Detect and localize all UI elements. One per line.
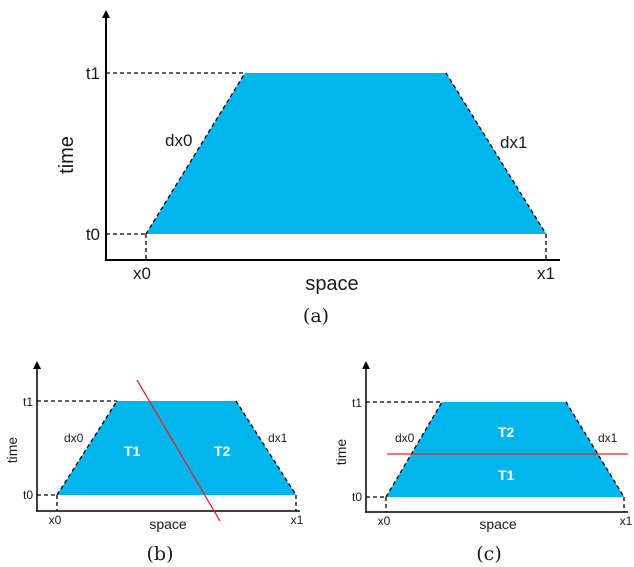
- caption-b: (b): [147, 543, 174, 565]
- dx0-label-c: dx0: [395, 431, 415, 445]
- dx1-edge-c: [565, 401, 625, 498]
- dx0-label-b: dx0: [64, 431, 84, 445]
- region-T1-label-c: T1: [498, 467, 515, 483]
- x1-label-b: x1: [291, 513, 304, 527]
- region-T1-label-b: T1: [124, 443, 141, 459]
- panel-b: T1 T2 t1 t0 x0 x1 dx0 dx1 space time (b): [4, 361, 304, 565]
- trapezoid-a: [146, 73, 546, 234]
- trapezoid-c: [386, 402, 624, 497]
- t0-label-a: t0: [86, 225, 100, 244]
- t1-label-b: t1: [23, 395, 33, 409]
- dx1-label-b: dx1: [268, 431, 288, 445]
- xlabel-b: space: [149, 516, 187, 532]
- x1-label-c: x1: [620, 514, 633, 528]
- dx1-label-a: dx1: [500, 133, 527, 152]
- t1-label-c: t1: [352, 396, 362, 410]
- dx0-edge-a: [145, 72, 246, 235]
- caption-c: (c): [476, 543, 501, 565]
- t0-label-b: t0: [23, 488, 33, 502]
- dx0-edge-c: [385, 401, 443, 498]
- ylabel-c: time: [333, 439, 349, 466]
- dx1-edge-a: [445, 72, 547, 235]
- xlabel-c: space: [479, 516, 517, 532]
- dx1-edge-b: [235, 400, 297, 496]
- t0-label-c: t0: [352, 490, 362, 504]
- xlabel-a: space: [305, 273, 358, 295]
- caption-a: (a): [303, 305, 329, 327]
- ylabel-a: time: [56, 136, 78, 174]
- x0-label-c: x0: [378, 514, 391, 528]
- region-T2-label-b: T2: [214, 443, 231, 459]
- x1-label-a: x1: [537, 264, 555, 283]
- dx0-edge-b: [56, 400, 118, 496]
- ylabel-b: time: [4, 437, 20, 464]
- t1-label-a: t1: [86, 64, 100, 83]
- cut-line-b: [136, 379, 221, 522]
- dx0-label-a: dx0: [165, 131, 192, 150]
- x0-label-b: x0: [49, 513, 62, 527]
- x0-label-a: x0: [133, 264, 151, 283]
- panel-c: T2 T1 t1 t0 x0 x1 dx0 dx1 space time (c): [333, 361, 633, 565]
- dx1-label-c: dx1: [598, 431, 618, 445]
- panel-a: t1 t0 x0 x1 dx0 dx1 space time (a): [56, 10, 560, 327]
- region-T2-label-c: T2: [498, 424, 515, 440]
